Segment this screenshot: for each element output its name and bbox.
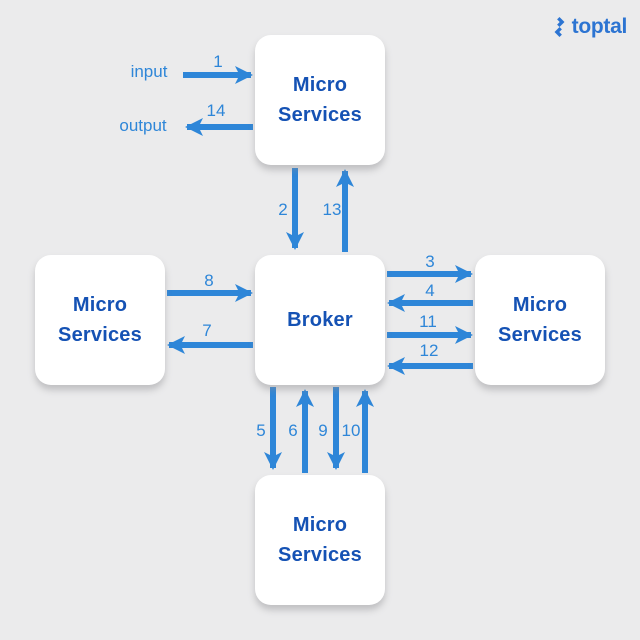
arrow-label-4: 4 bbox=[425, 281, 435, 300]
arrow-label-13: 13 bbox=[322, 200, 342, 219]
node-label: Micro Services bbox=[278, 74, 362, 126]
node-microservices-right: Micro Services bbox=[475, 255, 605, 385]
brand-wordmark: toptal bbox=[571, 15, 628, 38]
arrow-label-3: 3 bbox=[425, 252, 435, 271]
node-label: Micro Services bbox=[498, 294, 582, 346]
node-label: Micro Services bbox=[278, 514, 362, 566]
arrow-label-8: 8 bbox=[204, 271, 214, 290]
arrow-label-7: 7 bbox=[202, 321, 212, 340]
node-label: Micro Services bbox=[58, 294, 142, 346]
output-label: output bbox=[119, 116, 167, 135]
input-label: input bbox=[130, 62, 168, 81]
node-microservices-top: Micro Services bbox=[255, 35, 385, 165]
arrow-label-12: 12 bbox=[419, 341, 439, 360]
node-label: Broker bbox=[287, 309, 353, 331]
arrow-label-11: 11 bbox=[419, 312, 437, 331]
node-broker: Broker bbox=[255, 255, 385, 385]
arrow-label-6: 6 bbox=[288, 421, 298, 440]
arrow-label-9: 9 bbox=[318, 421, 328, 440]
toptal-logo-icon bbox=[554, 16, 565, 37]
arrow-label-10: 10 bbox=[341, 421, 361, 440]
node-microservices-bottom: Micro Services bbox=[255, 475, 385, 605]
arrow-label-2: 2 bbox=[278, 200, 288, 219]
arrow-label-14: 14 bbox=[206, 101, 226, 120]
arrow-label-5: 5 bbox=[256, 421, 266, 440]
arrow-label-1: 1 bbox=[213, 52, 223, 71]
node-microservices-left: Micro Services bbox=[35, 255, 165, 385]
brand-logo: toptal bbox=[551, 16, 627, 37]
